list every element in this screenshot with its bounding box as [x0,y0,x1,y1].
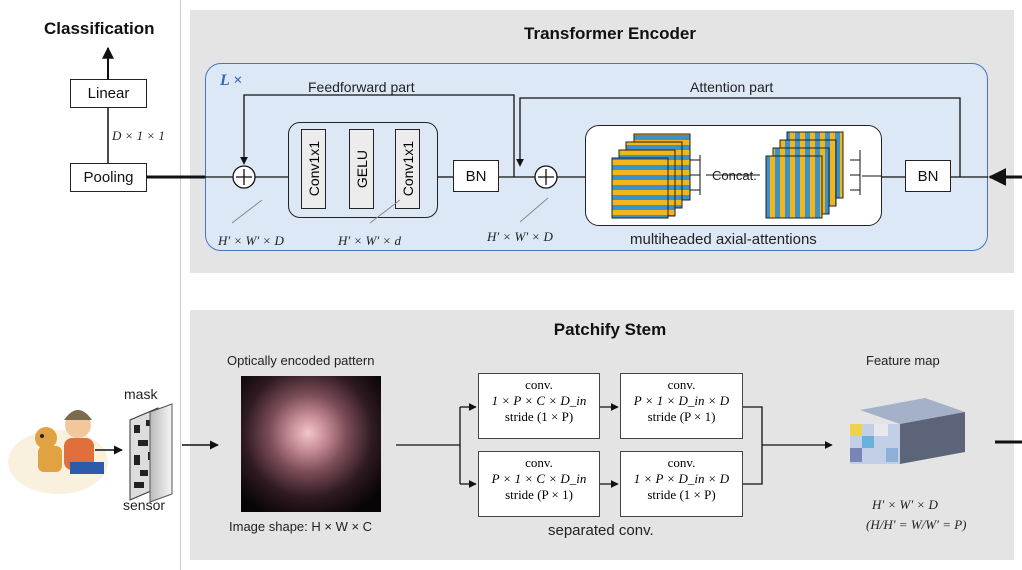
attention-label: Attention part [690,79,774,95]
bn-box-2: BN [905,160,951,192]
repeat-label: L × [220,72,243,89]
stem-title: Patchify Stem [553,320,667,339]
person-dog-icon [8,410,108,494]
dim-label-1: H′ × W′ × D [218,233,284,248]
feedforward-label: Feedforward part [308,79,415,95]
conv1x1-box-1: Conv1x1 [301,129,326,209]
attention-heads-horizontal [611,133,691,219]
mask-label: mask [124,386,158,402]
feedforward-skip [240,94,515,177]
feature-eq: (H/H′ = W/W′ = P) [866,517,967,532]
attention-caption: multiheaded axial-attentions [630,231,817,248]
dim-label-3: H′ × W′ × D [487,229,553,244]
conv1x1-box-2: Conv1x1 [395,129,420,209]
sensor-icon [149,403,173,503]
transformer-title: Transformer Encoder [524,24,696,43]
feature-map-label: Feature map [866,353,940,368]
pattern-label: Optically encoded pattern [227,353,375,368]
pool-dim: D × 1 × 1 [112,128,165,143]
linear-box: Linear [70,79,147,108]
encoded-pattern-image [241,376,381,512]
gelu-box: GELU [349,129,374,209]
pooling-box: Pooling [70,163,147,192]
attention-heads-vertical [765,131,844,219]
panel-divider [180,0,181,570]
attention-skip [516,97,961,177]
sensor-label: sensor [123,497,166,513]
feature-dim: H′ × W′ × D [872,497,938,512]
feature-map-icon [850,398,965,464]
bn-box-1: BN [453,160,499,192]
separated-conv-label: separated conv. [548,522,654,539]
image-shape-label: Image shape: H × W × C [229,519,373,534]
dim-label-2: H′ × W′ × d [338,233,401,248]
classification-label: Classification [44,19,155,38]
